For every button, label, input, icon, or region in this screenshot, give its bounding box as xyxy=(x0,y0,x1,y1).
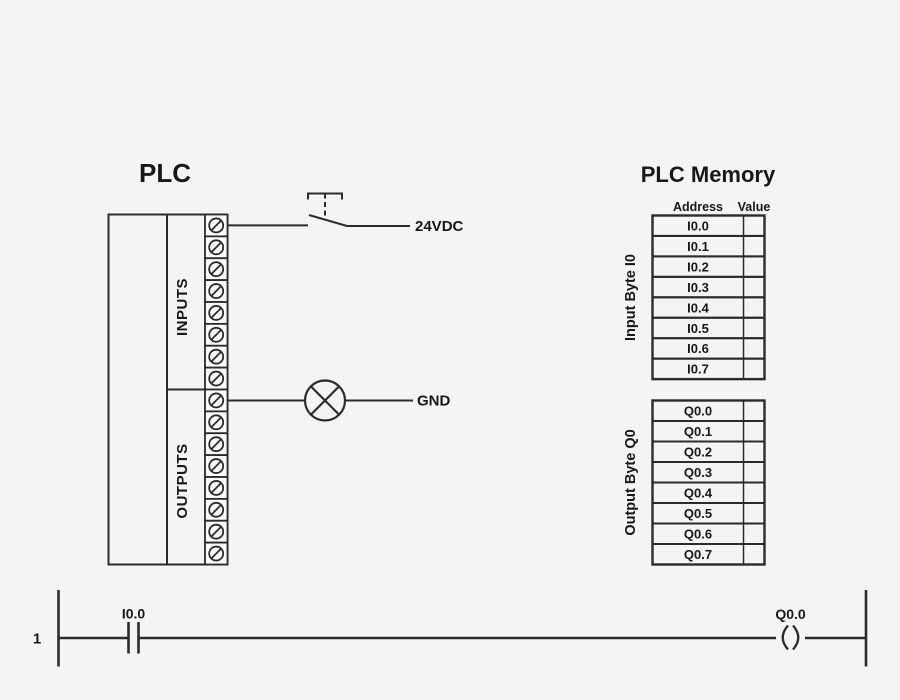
terminal-screw-icon xyxy=(208,436,225,453)
memory-address-cell: Q0.4 xyxy=(684,486,713,501)
terminal-screw-icon xyxy=(208,392,225,409)
plc-memory-panel: PLC Memory Address Value I0.0I0.1I0.2I0.… xyxy=(623,162,776,566)
memory-address-cell: I0.3 xyxy=(687,280,709,295)
memory-address-cell: I0.2 xyxy=(687,259,709,274)
terminal-screw-slot xyxy=(210,241,222,253)
terminal-screw-icon xyxy=(208,370,225,387)
output-coil-icon xyxy=(781,624,800,651)
terminal-screw-slot xyxy=(210,329,222,341)
table-outer-border xyxy=(651,399,766,566)
memory-title: PLC Memory xyxy=(641,162,776,187)
memory-address-cell: I0.5 xyxy=(687,321,709,336)
coil-paren-right xyxy=(792,624,800,651)
plc-title: PLC xyxy=(139,158,191,188)
lamp-indicator-icon xyxy=(303,379,347,422)
memory-address-cell: I0.7 xyxy=(687,362,709,377)
terminal-screw-icon xyxy=(208,545,225,562)
terminal-screw-icon xyxy=(208,305,225,321)
lamp-cross-2 xyxy=(310,385,340,416)
memory-address-cell: I0.6 xyxy=(687,341,709,356)
input-byte-label: Input Byte I0 xyxy=(623,254,639,341)
output-ground-label: GND xyxy=(417,393,451,410)
memory-address-cell: I0.4 xyxy=(687,300,709,315)
terminal-screw-icon xyxy=(208,348,225,365)
terminal-screw-slot xyxy=(210,548,222,560)
terminal-screw-slot xyxy=(210,285,222,297)
memory-address-cell: Q0.0 xyxy=(684,404,712,419)
terminal-screw-slot xyxy=(210,416,222,428)
ladder-rung: 1 I0.0 Q0.0 xyxy=(33,590,868,667)
terminal-screw-slot xyxy=(210,263,222,275)
terminal-screw-slot xyxy=(210,482,222,494)
terminal-screw-slot xyxy=(210,307,222,319)
terminal-screw-slot xyxy=(210,460,222,472)
terminal-screw-slot xyxy=(210,351,222,363)
input-circuit: 24VDC xyxy=(228,192,464,235)
input-supply-label: 24VDC xyxy=(415,218,464,235)
output-circuit: GND xyxy=(228,379,451,422)
memory-address-cell: Q0.2 xyxy=(684,445,712,460)
outputs-section-label: OUTPUTS xyxy=(174,443,191,518)
terminal-screw-icon xyxy=(208,283,225,299)
memory-address-cell: I0.0 xyxy=(687,219,709,234)
memory-address-cell: I0.1 xyxy=(687,239,709,254)
memory-address-cell: Q0.5 xyxy=(684,506,712,521)
terminal-screw-icon xyxy=(208,480,225,496)
memory-address-cell: Q0.7 xyxy=(684,547,712,562)
terminal-screw-slot xyxy=(210,394,222,406)
terminal-screw-slot xyxy=(210,438,222,450)
terminal-screw-icon xyxy=(208,523,225,540)
terminal-screw-icon xyxy=(208,326,225,343)
pushbutton-switch-icon xyxy=(307,192,348,227)
terminal-screw-slot xyxy=(210,219,222,231)
terminal-screw-slot xyxy=(210,526,222,538)
terminal-screw-icon xyxy=(208,458,225,474)
terminal-screw-icon xyxy=(208,414,225,431)
output-byte-label: Output Byte Q0 xyxy=(623,429,639,535)
memory-address-cell: Q0.6 xyxy=(684,527,712,542)
value-column-header: Value xyxy=(738,200,771,214)
coil-paren-left xyxy=(781,624,789,651)
terminal-screw-icon xyxy=(208,217,225,234)
address-column-header: Address xyxy=(673,200,723,214)
output-byte-table: Q0.0Q0.1Q0.2Q0.3Q0.4Q0.5Q0.6Q0.7 xyxy=(651,399,766,566)
contact-address-label: I0.0 xyxy=(122,606,146,622)
memory-address-cell: Q0.1 xyxy=(684,424,712,439)
terminal-screw-icon xyxy=(208,501,225,518)
terminal-screw-icon xyxy=(208,239,225,256)
switch-blade xyxy=(308,214,348,227)
plc-device: PLC INPUTS OUTPUTS xyxy=(107,158,229,566)
no-contact-icon xyxy=(127,622,140,654)
rung-number: 1 xyxy=(33,631,41,648)
inputs-section-label: INPUTS xyxy=(174,278,191,336)
terminal-screw-slot xyxy=(210,373,222,385)
terminal-screw-icon xyxy=(208,261,225,278)
memory-address-cell: Q0.3 xyxy=(684,465,712,480)
coil-address-label: Q0.0 xyxy=(775,606,806,622)
terminal-screw-slot xyxy=(210,504,222,516)
table-outer-border xyxy=(651,214,766,381)
input-byte-table: I0.0I0.1I0.2I0.3I0.4I0.5I0.6I0.7 xyxy=(651,214,766,381)
terminal-strip xyxy=(204,213,229,566)
